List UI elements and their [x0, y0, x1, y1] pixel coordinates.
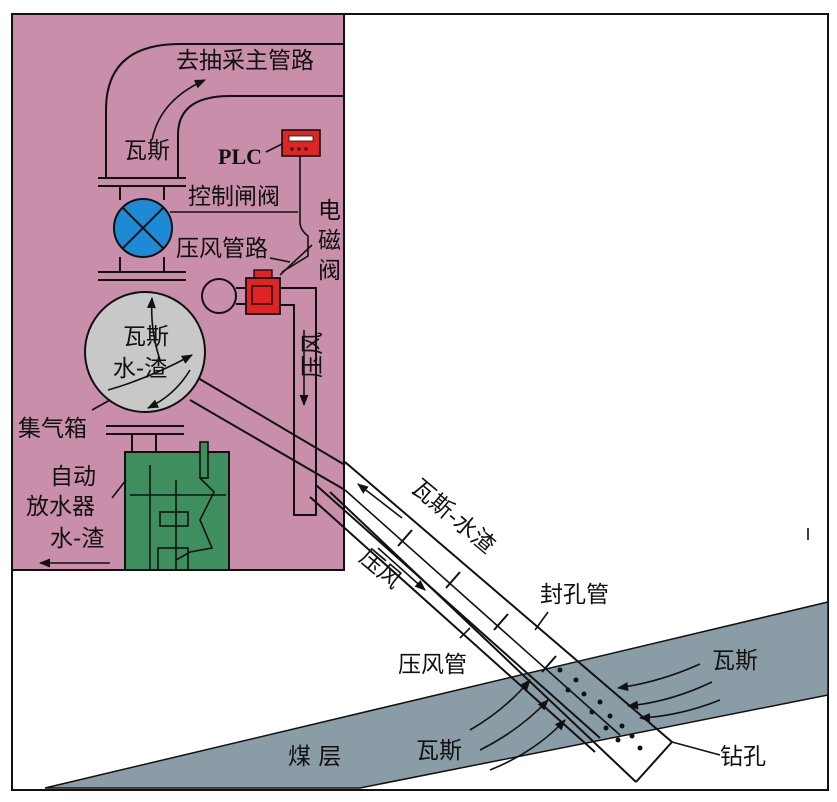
gw-pipe-2 [189, 399, 346, 491]
label-seal-pipe: 封孔管 [540, 582, 609, 608]
tube-line-3 [344, 489, 621, 736]
seal-pipe-top [344, 461, 673, 743]
plc-led-3 [304, 147, 308, 151]
drain-float [159, 511, 189, 527]
label-compressed-air-v: 压风 [300, 332, 326, 378]
label-drain-1: 自动 [50, 464, 96, 490]
plc-leader [265, 143, 283, 153]
air-line-outer [280, 287, 317, 516]
label-gas-right: 瓦斯 [712, 648, 758, 674]
label-drain-water: 水-渣 [50, 526, 104, 552]
coal-seam [44, 601, 829, 789]
air-pipe-end [201, 278, 237, 314]
label-solenoid-1: 电 [318, 198, 341, 224]
drain-leader [111, 479, 127, 499]
label-control-valve: 控制闸阀 [188, 184, 280, 210]
air-flow-arrow [377, 547, 426, 591]
connector-1 [397, 529, 413, 547]
plc-led-2 [297, 147, 301, 151]
gas-in-arrow-1 [616, 663, 701, 692]
gw-flow-arrow [357, 483, 403, 519]
air-pipe-line-1 [315, 484, 601, 739]
box-arrow-3 [146, 369, 191, 409]
label-solenoid-3: 阀 [318, 258, 341, 284]
plc-cable [281, 156, 309, 273]
solenoid-inner [251, 285, 273, 305]
box-leader [91, 399, 111, 411]
gas-in-arrow-6 [489, 719, 566, 771]
drain-outlet [157, 547, 189, 571]
label-main-pipe: 去抽采主管路 [176, 48, 314, 74]
auto-drain [124, 451, 230, 571]
solenoid-leader [269, 257, 291, 263]
gas-in-arrow-4 [469, 679, 531, 731]
gas-flow-arrow [151, 79, 207, 141]
label-solenoid-2: 磁 [318, 228, 341, 254]
gas-in-arrow-2 [626, 681, 713, 710]
gas-in-arrow-5 [479, 699, 549, 751]
label-air-pipeline: 压风管路 [176, 236, 268, 262]
plc-screen [288, 135, 314, 142]
drain-inner [130, 465, 226, 570]
box-arrow-1 [146, 296, 161, 361]
label-air-pipe: 压风管 [398, 652, 467, 678]
gw-pipe-1 [197, 377, 346, 466]
label-borehole: 钻孔 [720, 744, 766, 770]
label-gas-top: 瓦斯 [124, 138, 170, 164]
label-box-water: 水-渣 [113, 356, 167, 382]
connector-2 [445, 571, 461, 589]
borehole-packing [557, 667, 643, 751]
label-gas-box: 集气箱 [18, 416, 87, 442]
seal-pipe-bottom [329, 491, 637, 783]
connector-3 [493, 613, 509, 631]
label-coal-seam: 煤 层 [288, 744, 341, 770]
plc-box [281, 129, 321, 157]
seal-leader [534, 611, 549, 631]
main-pipe-inner [177, 95, 344, 178]
label-box-gas: 瓦斯 [123, 324, 169, 350]
air-pipe-leader [459, 627, 471, 639]
connector-4 [541, 655, 557, 673]
borehole-leader [671, 741, 721, 756]
solenoid-label-leader [279, 244, 313, 276]
label-drain-2: 放水器 [26, 494, 95, 520]
seal-pipe-end [635, 741, 673, 783]
gas-box [84, 291, 206, 413]
plc-led-1 [290, 147, 294, 151]
gas-in-arrow-3 [638, 699, 721, 722]
box-arrow-2 [107, 354, 193, 391]
valve-cross-2 [122, 207, 164, 249]
label-gas-bottom: 瓦斯 [416, 738, 462, 764]
drain-tube [199, 441, 209, 479]
main-pipe-outer [105, 43, 344, 178]
label-plc: PLC [218, 144, 262, 169]
